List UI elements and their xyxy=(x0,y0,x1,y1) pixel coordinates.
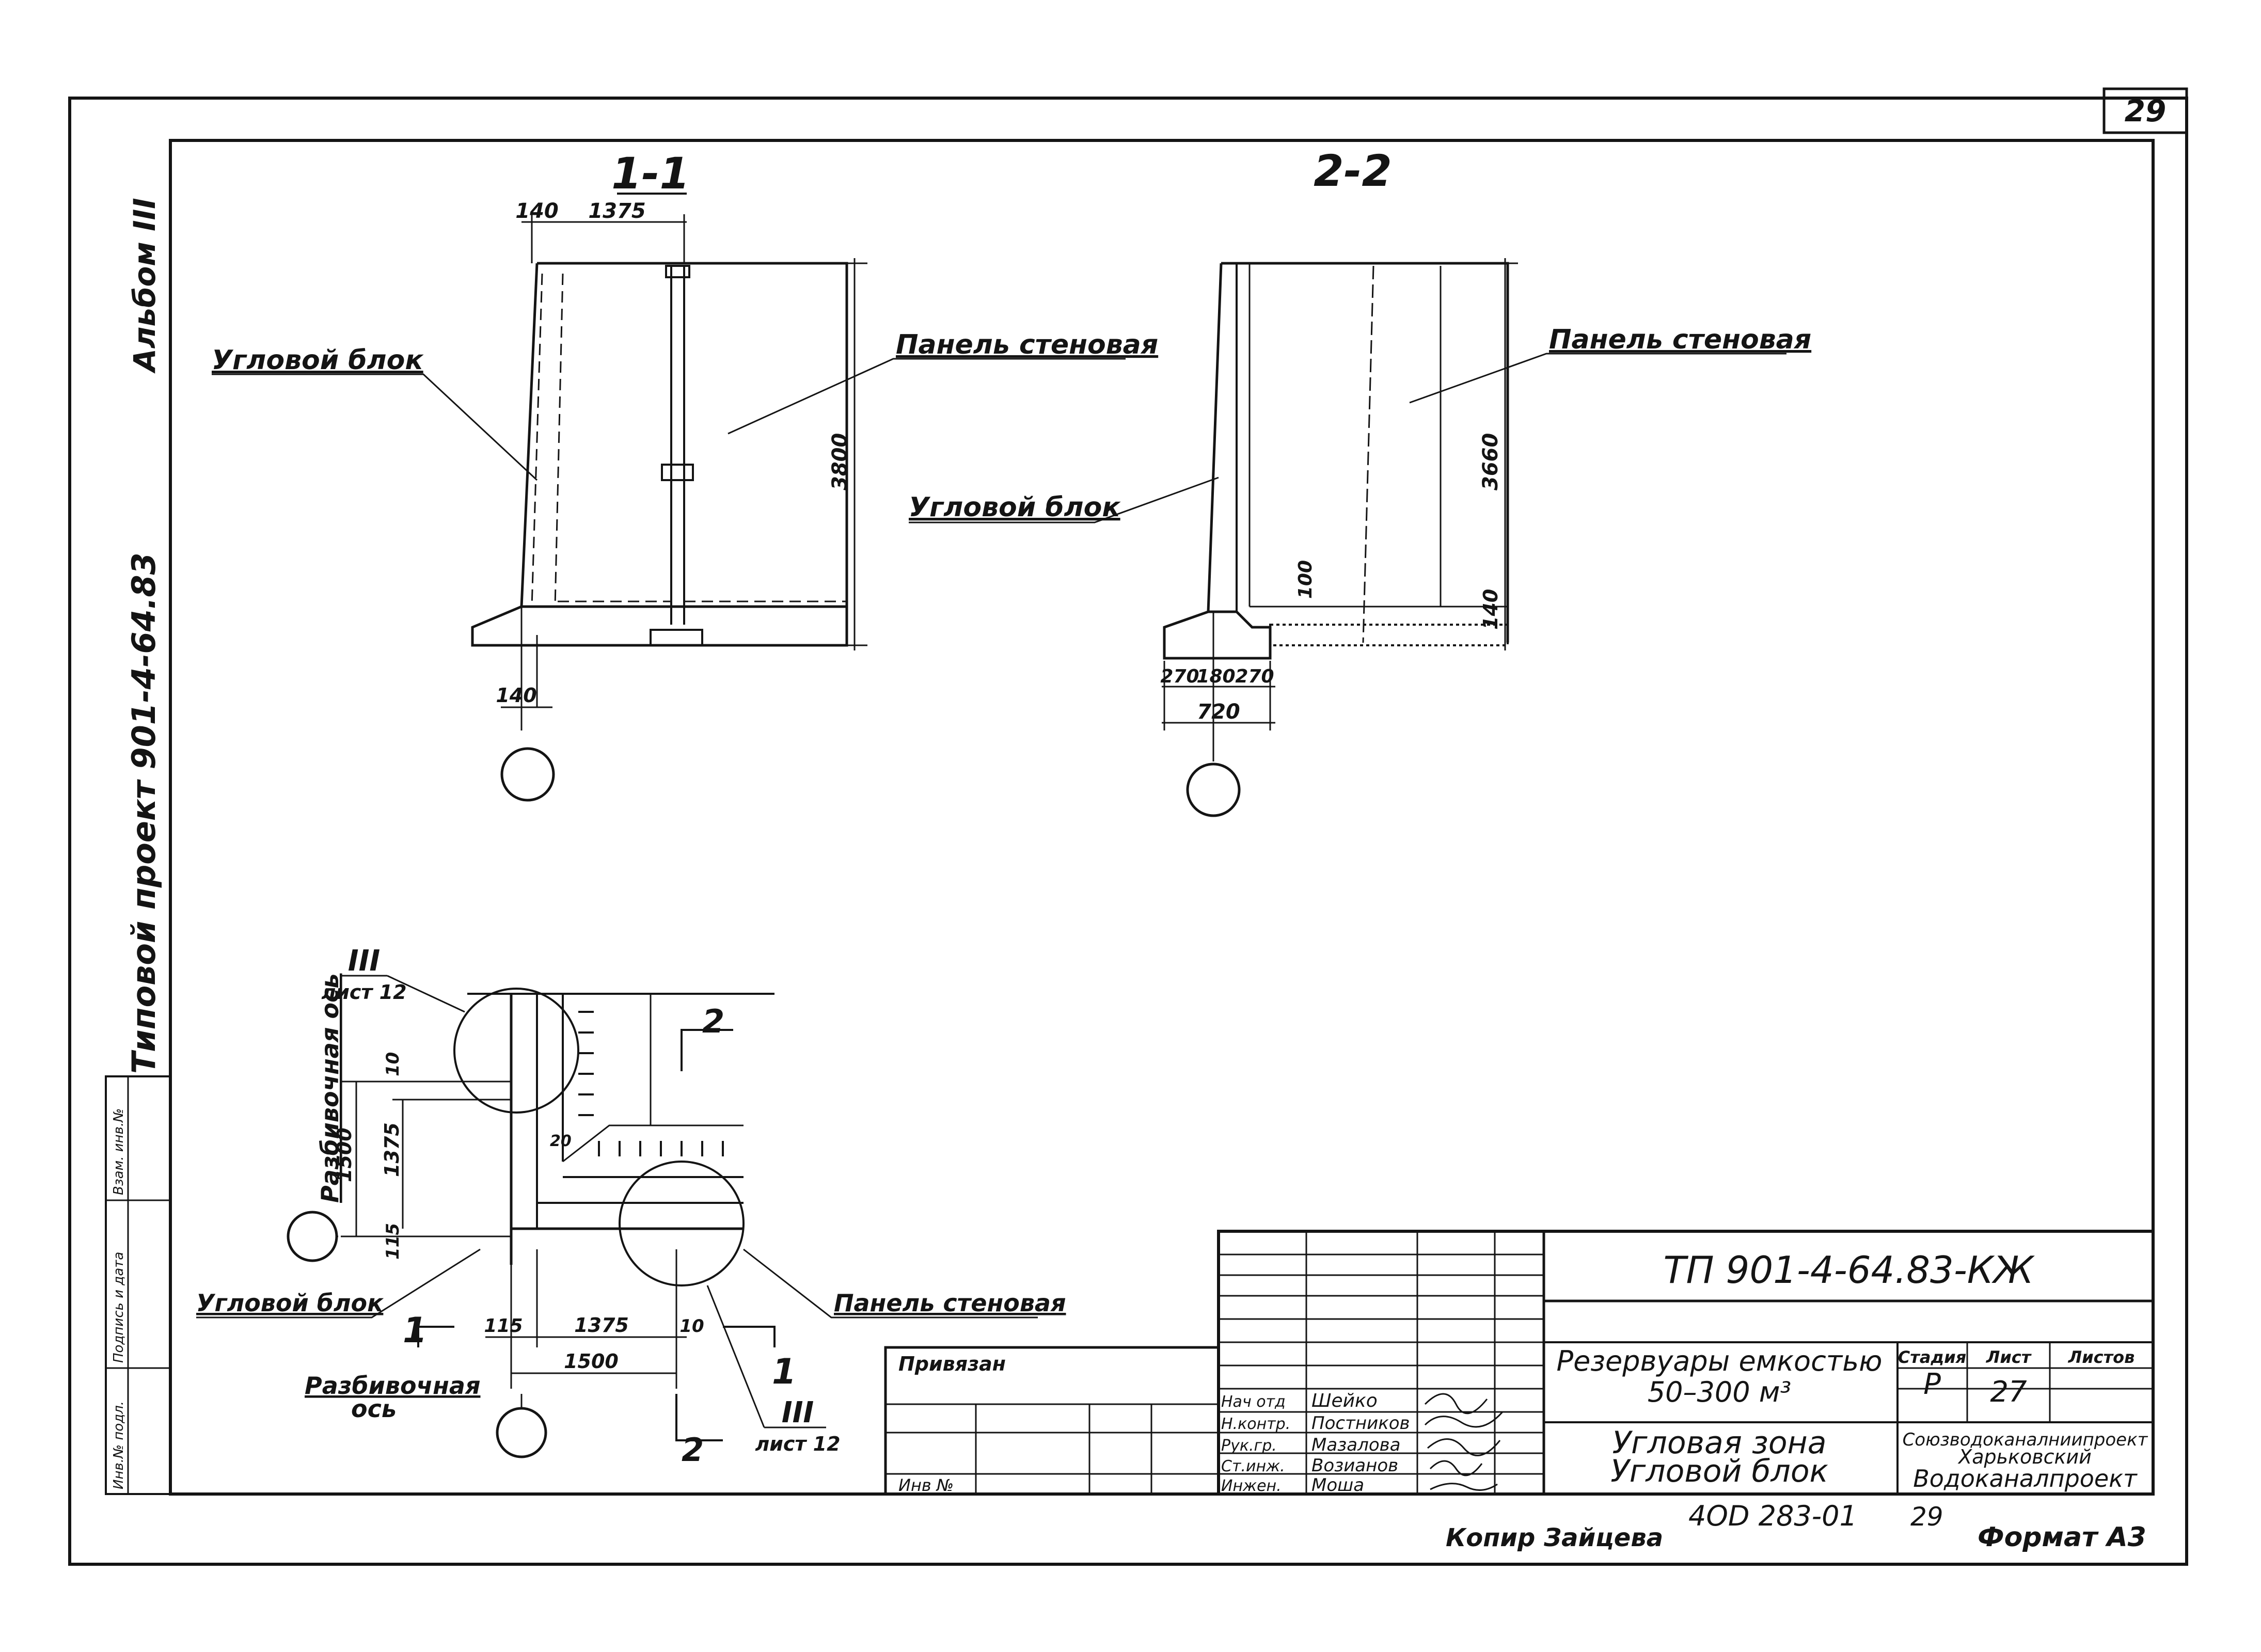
plan-dim-1375-h: 1375 xyxy=(574,1314,629,1337)
plan-cut-1-left: 1 xyxy=(403,1310,427,1351)
s1-dim-3800: 3800 xyxy=(828,433,852,490)
plan-dim-20: 20 xyxy=(550,1132,572,1150)
plan-axis-label-h-1: Разбивочная xyxy=(305,1372,481,1400)
footer-page: 29 xyxy=(1910,1502,1943,1532)
project-vertical-label: Типовой проект 901-4-64.83 xyxy=(125,552,163,1074)
tb-org-3: Водоканалпроект xyxy=(1913,1465,2138,1492)
plan-dim-1500-v: 1500 xyxy=(333,1127,356,1182)
tb-role-0: Нач отд xyxy=(1221,1393,1286,1411)
tb-code: ТП 901-4-64.83-КЖ xyxy=(1664,1248,2035,1292)
side-stamp-signature: Подпись и дата xyxy=(111,1252,127,1363)
plan-callout-top-num: III xyxy=(348,944,381,978)
plan-callout-bot-sheet: лист 12 xyxy=(755,1433,840,1455)
tb-inv-label: Инв № xyxy=(898,1475,954,1495)
s1-dim-140-bottom: 140 xyxy=(496,684,536,707)
plan-cut-2-top: 2 xyxy=(702,1003,724,1040)
plan-callout-bot-num: III xyxy=(782,1396,814,1429)
tb-role-1: Н.контр. xyxy=(1221,1415,1290,1433)
plan-axis-label-v: Разбивочная ось xyxy=(316,974,344,1203)
side-stamp-replace: Взам. инв.№ xyxy=(111,1108,127,1195)
footer-format: Формат А3 xyxy=(1978,1522,2146,1553)
tb-org-1: Союзводоканалниипроект xyxy=(1903,1429,2148,1450)
plan-dim-1375-v: 1375 xyxy=(381,1122,403,1177)
plan-view: III лист 12 III лист 12 1500 1375 10 115… xyxy=(196,944,1066,1469)
plan-callout-top-sheet: лист 12 xyxy=(321,981,406,1004)
tb-sheet-no: 27 xyxy=(1990,1375,2027,1409)
footer-copier: Копир Зайцева xyxy=(1446,1523,1663,1552)
plan-axis-marker-h xyxy=(496,1407,547,1458)
album-label: Альбом III xyxy=(127,198,162,374)
plan-axis-marker-v xyxy=(287,1211,338,1262)
s1-label-wall-panel: Панель стеновая xyxy=(896,329,1158,360)
section-2-title: 2-2 xyxy=(1314,146,1392,196)
tb-sheet-title-2: Угловой блок xyxy=(1610,1453,1828,1489)
s2-dim-720: 720 xyxy=(1197,700,1240,724)
s1-dim-140-top: 140 xyxy=(515,199,559,223)
tb-object-title-2: 50–300 м³ xyxy=(1648,1376,1791,1408)
page-number-box xyxy=(2102,87,2188,134)
outer-frame xyxy=(68,97,2188,1566)
s2-dim-140: 140 xyxy=(1479,589,1502,630)
tb-name-3: Возианов xyxy=(1311,1455,1398,1476)
tb-name-0: Шейко xyxy=(1311,1390,1378,1411)
s2-dim-100: 100 xyxy=(1295,560,1316,599)
page-number: 29 xyxy=(2125,93,2167,129)
plan-axis-label-h-2: ось xyxy=(351,1395,397,1423)
plan-dim-10-v: 10 xyxy=(383,1052,403,1076)
tb-name-1: Постников xyxy=(1311,1413,1410,1434)
s1-label-corner-block: Угловой блок xyxy=(212,345,424,376)
s2-label-corner-block: Угловой блок xyxy=(909,492,1121,523)
tb-bound-label: Привязан xyxy=(898,1353,1006,1375)
footer-archive-no: 4OD 283-01 xyxy=(1688,1500,1857,1532)
tb-stage-header: Стадия xyxy=(1898,1347,1966,1367)
tb-signatures xyxy=(1424,1393,1504,1491)
title-block: Привязан Инв № Нач отд Н.контр. Рук.гр. … xyxy=(884,1230,2155,1496)
s2-axis-marker xyxy=(1186,763,1241,817)
plan-dim-10-h: 10 xyxy=(679,1316,704,1337)
footer: Копир Зайцева 4OD 283-01 29 Формат А3 xyxy=(1446,1500,2146,1553)
tb-org-2: Харьковский xyxy=(1957,1446,2092,1468)
plan-label-wall-panel: Панель стеновая xyxy=(834,1289,1066,1317)
tb-role-3: Ст.инж. xyxy=(1221,1457,1285,1475)
s2-dim-270-a: 270 xyxy=(1160,666,1199,687)
side-stamp-inv: Инв.№ подл. xyxy=(111,1401,127,1489)
plan-dim-115-h: 115 xyxy=(484,1315,523,1337)
tb-sheets-header: Листов xyxy=(2068,1347,2135,1367)
plan-dim-1500-h: 1500 xyxy=(564,1350,619,1373)
s1-dim-1375-top: 1375 xyxy=(588,199,645,223)
s2-dim-270-b: 270 xyxy=(1235,666,1274,687)
section-1-title: 1-1 xyxy=(611,148,690,199)
s1-axis-marker xyxy=(500,747,555,802)
side-stamp: Инв.№ подл. Подпись и дата Взам. инв.№ xyxy=(105,1075,171,1495)
plan-dim-115-v: 115 xyxy=(383,1223,403,1260)
plan-label-corner-block: Угловой блок xyxy=(196,1289,384,1317)
tb-object-title-1: Резервуары емкостью xyxy=(1557,1345,1883,1377)
tb-name-2: Мазалова xyxy=(1311,1435,1401,1455)
tb-name-4: Моша xyxy=(1311,1475,1364,1496)
tb-sheet-header: Лист xyxy=(1986,1347,2032,1367)
plan-cut-2-bottom: 2 xyxy=(682,1431,704,1469)
tb-sheet-title-1: Угловая зона xyxy=(1612,1425,1826,1461)
s2-label-wall-panel: Панель стеновая xyxy=(1549,324,1811,355)
section-2-2: 2-2 3660 140 100 270 180 270 720 Панель … xyxy=(909,146,1811,817)
tb-role-4: Инжен. xyxy=(1221,1477,1282,1495)
tb-stage: Р xyxy=(1923,1368,1941,1401)
s2-dim-180: 180 xyxy=(1196,666,1235,687)
plan-cut-1-right: 1 xyxy=(772,1352,796,1392)
tb-role-2: Рук.гр. xyxy=(1221,1437,1277,1455)
section-1-1: 1-1 140 1375 3800 140 Угловой блок xyxy=(212,148,1158,802)
s2-dim-3660: 3660 xyxy=(1479,433,1503,490)
